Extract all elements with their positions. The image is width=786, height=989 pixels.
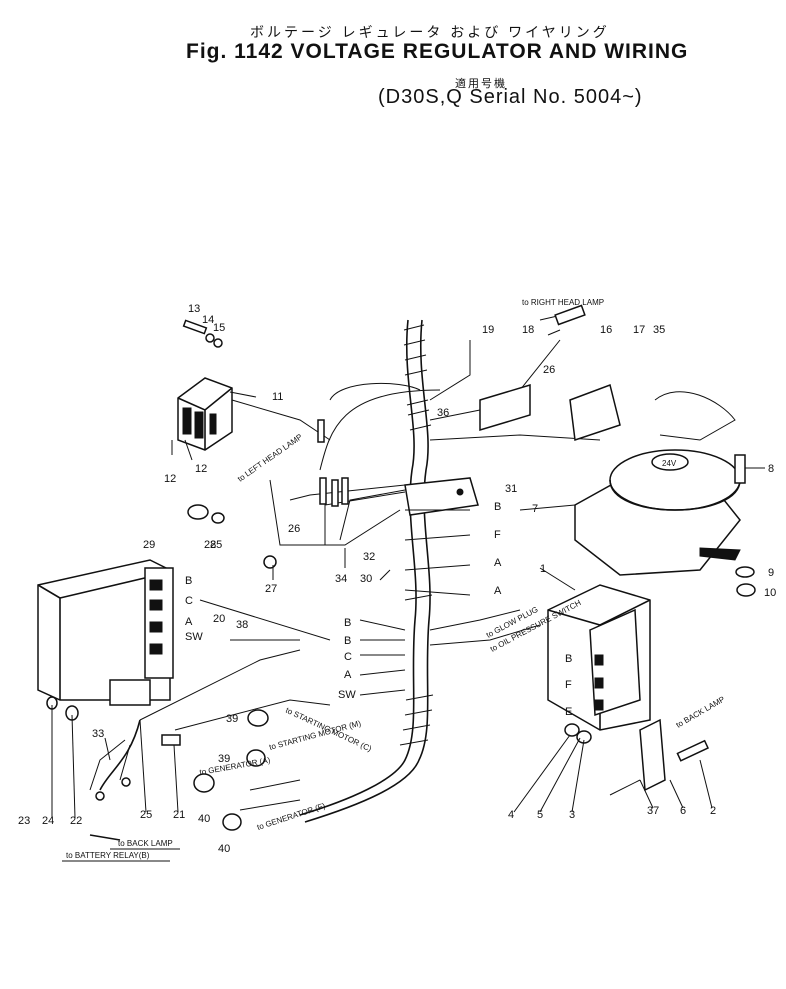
callout: 33 — [92, 728, 104, 740]
voltage-regulator-left — [37, 559, 174, 706]
callout: 40 — [198, 813, 210, 825]
callout: 39 — [218, 753, 230, 765]
terminal-label: SW — [185, 631, 203, 643]
callout: 7 — [532, 503, 538, 515]
callout: 13 — [188, 303, 200, 315]
serial-applicability: (D30S,Q Serial No. 5004~) — [378, 86, 643, 108]
callout: 22 — [70, 815, 82, 827]
callout: 32 — [363, 551, 375, 563]
right-upper-wires — [429, 304, 736, 442]
terminal-label: F — [565, 679, 572, 691]
callout: 16 — [600, 324, 612, 336]
harness-clamp — [404, 477, 479, 516]
callout: 37 — [647, 805, 659, 817]
callout: 5 — [537, 809, 543, 821]
callout: 20 — [213, 613, 225, 625]
callout: 39 — [226, 713, 238, 725]
callout: 23 — [18, 815, 30, 827]
callout: 28 — [204, 539, 216, 551]
wire-label: to LEFT HEAD LAMP — [236, 432, 304, 483]
figure-title: Fig. 1142 VOLTAGE REGULATOR AND WIRING — [186, 40, 689, 63]
callout: 29 — [143, 539, 155, 551]
callout: 27 — [265, 583, 277, 595]
callout: 10 — [764, 587, 776, 599]
wire-label: to GENERATOR (A) — [199, 756, 272, 777]
voltage-regulator-right — [547, 584, 651, 731]
callout: 25 — [140, 809, 152, 821]
callout: 12 — [164, 473, 176, 485]
callout: 36 — [437, 407, 449, 419]
terminal-label: C — [185, 595, 193, 607]
terminal-label: A — [185, 616, 193, 628]
callout: 8 — [768, 463, 774, 475]
callout: 31 — [505, 483, 517, 495]
callout: 30 — [360, 573, 372, 585]
callout: 26 — [543, 364, 555, 376]
japanese-title: ボルテージ レギュレータ および ワイヤリング — [250, 24, 610, 40]
callout: 12 — [195, 463, 207, 475]
callout: 6 — [680, 805, 686, 817]
wire-label: to RIGHT HEAD LAMP — [522, 298, 604, 307]
terminal-label: A — [344, 669, 352, 681]
callout: 2 — [710, 805, 716, 817]
callout: 19 — [482, 324, 494, 336]
callout: 38 — [236, 619, 248, 631]
bottom-left-branch — [89, 719, 141, 801]
horn: 24V — [574, 449, 741, 576]
callout: 14 — [202, 314, 214, 326]
terminal-label: B — [344, 635, 351, 647]
callout: 17 — [633, 324, 645, 336]
main-harness — [299, 319, 434, 823]
horn-voltage-mark: 24V — [662, 459, 677, 468]
callout: 40 — [218, 843, 230, 855]
callout: 9 — [768, 567, 774, 579]
wire-label: to BATTERY RELAY(B) — [66, 851, 150, 860]
callout: 21 — [173, 809, 185, 821]
terminal-label: B — [494, 501, 501, 513]
terminal-label: A — [494, 585, 502, 597]
leader-lines — [51, 391, 765, 819]
regulator-terminal-strip — [144, 567, 174, 679]
callout: 3 — [569, 809, 575, 821]
terminal-label: B — [185, 575, 192, 587]
wire-label: to BACK LAMP — [118, 839, 173, 848]
terminal-label: F — [494, 529, 501, 541]
hardware — [46, 319, 756, 841]
callouts: 1 2 3 4 5 6 7 8 9 10 11 12 12 13 14 15 1… — [18, 303, 776, 855]
terminal-label: B — [565, 653, 572, 665]
wire-label: to BACK LAMP — [675, 695, 727, 730]
japanese-serial-label: 適用号機 — [455, 78, 507, 90]
callout: 18 — [522, 324, 534, 336]
terminal-labels: B C A SW B F A A B B C A SW B F E — [185, 501, 572, 718]
callout: 1 — [540, 563, 546, 575]
terminal-label: E — [565, 706, 572, 718]
terminal-label: B — [344, 617, 351, 629]
relay-block — [171, 377, 233, 461]
left-branch-wires — [231, 383, 441, 546]
terminal-label: SW — [338, 689, 356, 701]
terminal-branch-wires — [139, 509, 541, 811]
callout: 11 — [272, 391, 283, 403]
terminal-label: A — [494, 557, 502, 569]
callout: 26 — [288, 523, 300, 535]
callout: 15 — [213, 322, 225, 334]
terminal-label: C — [344, 651, 352, 663]
callout: 24 — [42, 815, 54, 827]
callout: 4 — [508, 809, 514, 821]
callout: 25 — [210, 539, 222, 551]
callout: 35 — [653, 324, 665, 336]
callout: 34 — [335, 573, 347, 585]
